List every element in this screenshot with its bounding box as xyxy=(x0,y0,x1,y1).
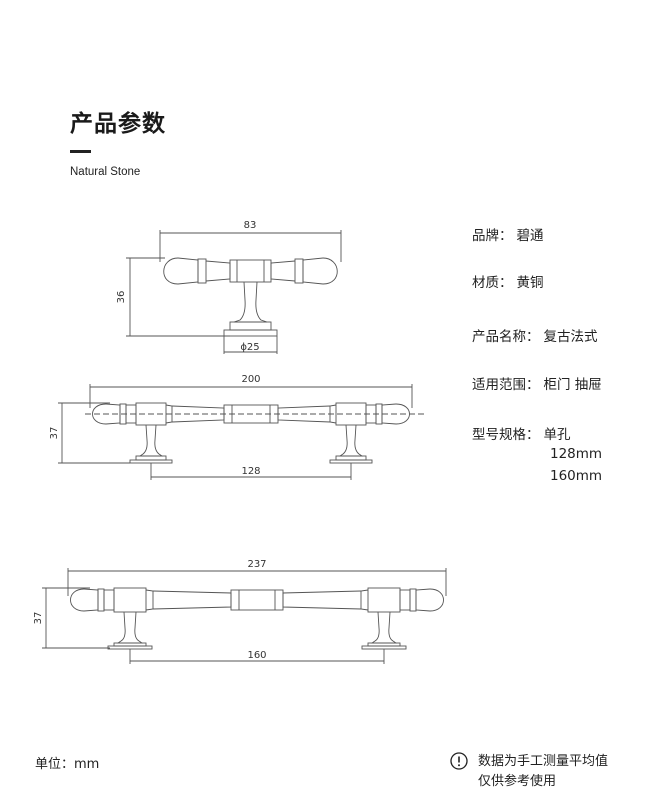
spec-value: 黄铜 xyxy=(516,275,544,291)
large-height-label: 37 xyxy=(33,612,44,625)
spec-application: 适用范围：柜门 抽屉 xyxy=(472,373,602,393)
large-handle-drawing xyxy=(42,568,447,664)
spec-value: 碧通 xyxy=(516,228,544,244)
large-spacing-label: 160 xyxy=(247,650,266,661)
spec-value: 复古法式 xyxy=(543,329,598,345)
spec-label: 产品名称： xyxy=(472,329,540,345)
spec-value: 单孔 xyxy=(543,427,571,443)
spec-label: 材质： xyxy=(472,275,513,291)
spec-model: 型号规格：单孔 128mm 160mm xyxy=(472,423,602,487)
spec-material: 材质：黄铜 xyxy=(472,271,544,291)
spec-value: 柜门 抽屉 xyxy=(543,377,602,393)
spec-label: 型号规格： xyxy=(472,427,540,443)
spec-product-name: 产品名称：复古法式 xyxy=(472,325,598,345)
unit-label: 单位：mm xyxy=(35,757,100,772)
medium-handle-drawing xyxy=(58,384,425,480)
spec-label: 适用范围： xyxy=(472,377,540,393)
page-title: 产品参数 xyxy=(70,111,166,137)
spec-model-size: 160mm xyxy=(550,468,603,484)
small-height-label: 36 xyxy=(116,291,127,304)
medium-spacing-label: 128 xyxy=(241,466,260,477)
page-subtitle: Natural Stone xyxy=(70,166,141,178)
note-line-1: 数据为手工测量平均值 xyxy=(478,754,609,769)
small-base-label: ϕ25 xyxy=(240,342,259,353)
info-icon xyxy=(450,752,468,770)
measurement-note: 数据为手工测量平均值 仅供参考使用 xyxy=(450,752,608,792)
large-length-label: 237 xyxy=(247,559,266,570)
spec-brand: 品牌：碧通 xyxy=(472,224,544,244)
small-length-label: 83 xyxy=(244,220,257,231)
medium-length-label: 200 xyxy=(241,374,260,385)
spec-model-size: 128mm xyxy=(550,446,603,462)
small-knob-drawing xyxy=(126,230,342,354)
note-line-2: 仅供参考使用 xyxy=(478,774,557,789)
spec-label: 品牌： xyxy=(472,228,513,244)
title-underline xyxy=(70,150,91,153)
medium-height-label: 37 xyxy=(49,427,60,440)
